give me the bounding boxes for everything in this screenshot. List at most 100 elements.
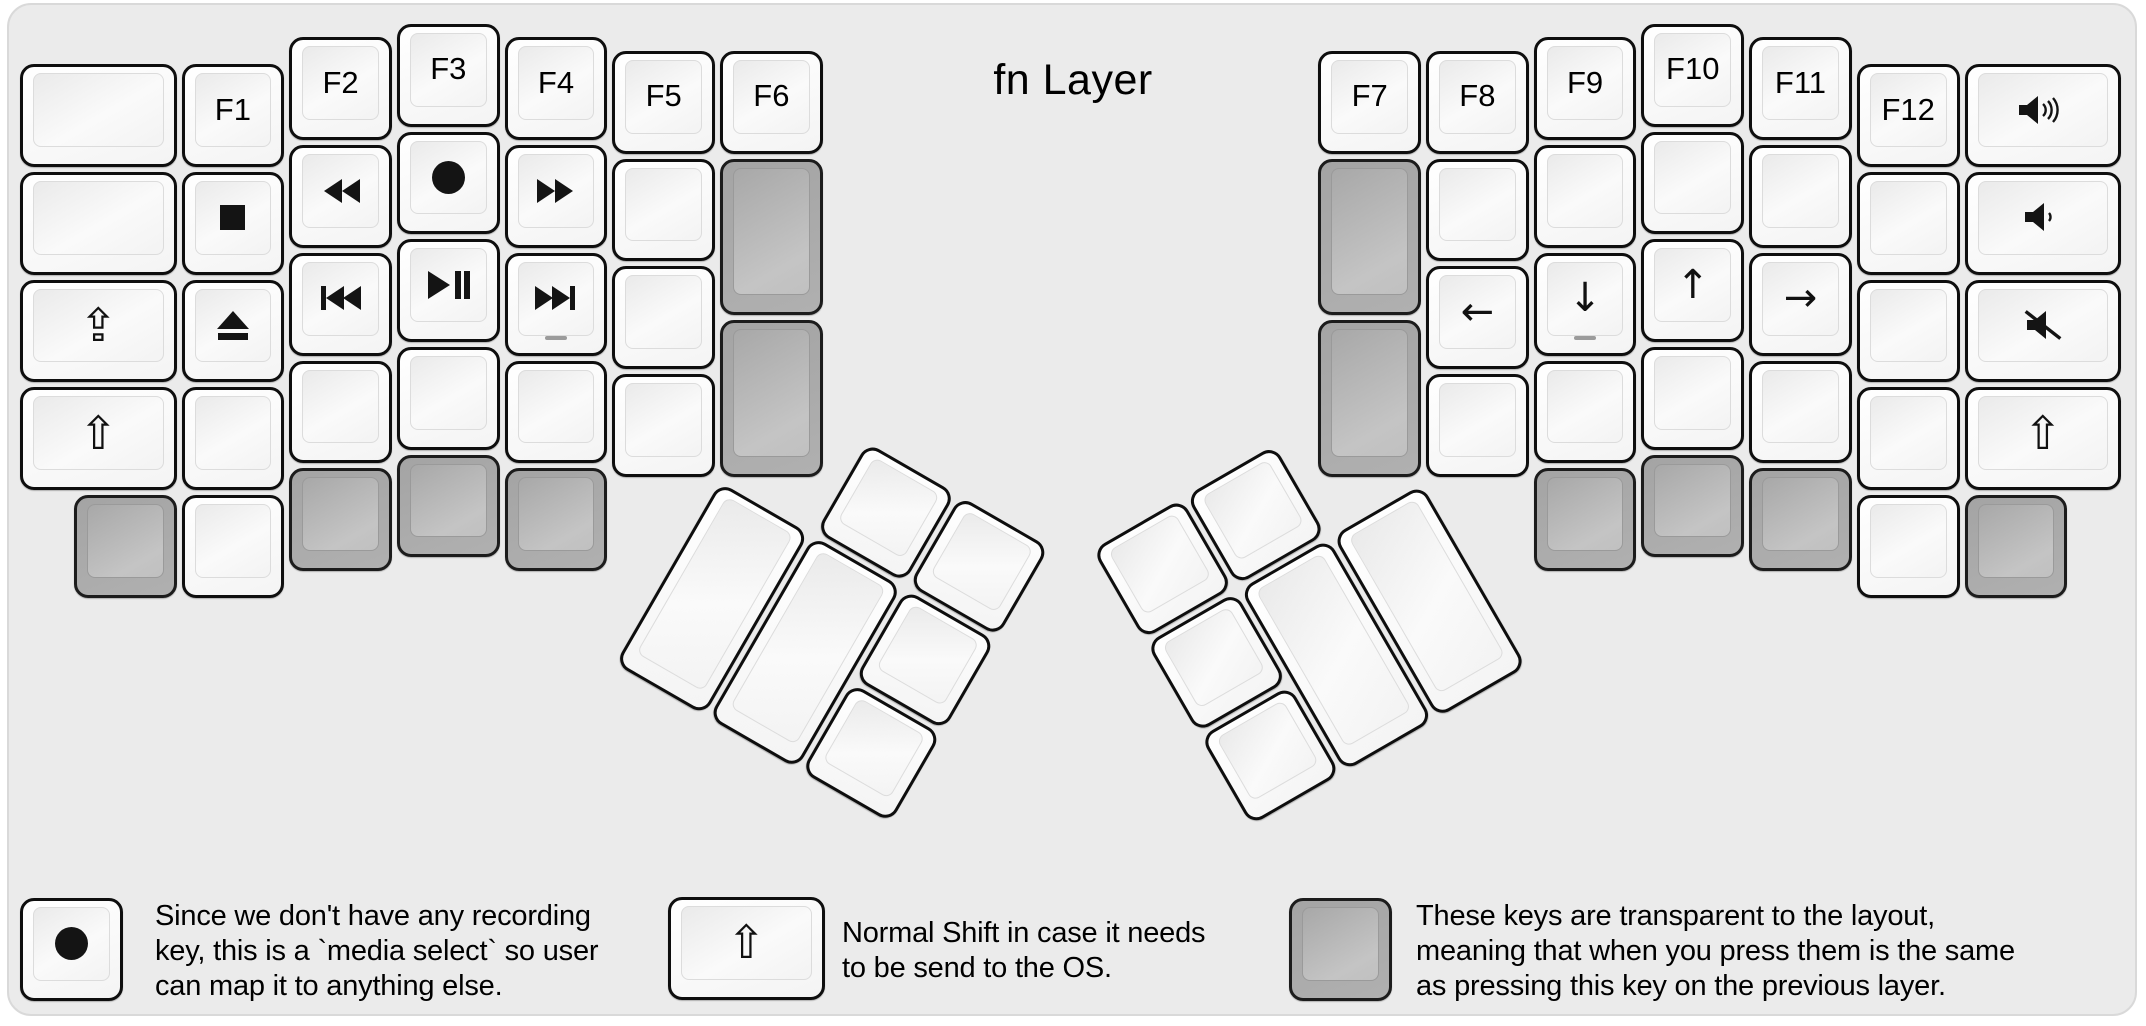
key-f10[interactable]: F10 <box>1641 24 1745 127</box>
keycap-face <box>1762 369 1839 444</box>
keycap-face <box>1869 288 1947 363</box>
keycap-legend <box>23 67 174 152</box>
keycap-legend <box>185 175 282 260</box>
key-blank-f11-row4[interactable] <box>1749 360 1852 464</box>
keycap-legend <box>185 390 282 475</box>
keycap-legend <box>1644 350 1741 435</box>
legend-line: Normal Shift in case it needs <box>842 917 1206 949</box>
keycap-legend <box>292 364 389 449</box>
keycap-legend <box>77 498 174 583</box>
key-blank-f5-row3[interactable] <box>612 266 716 369</box>
key-transparent-bottom-right-1[interactable] <box>1533 468 1637 571</box>
homing-dash <box>544 336 567 340</box>
keycap-legend <box>292 471 389 556</box>
key-blank-f8-row4[interactable] <box>1426 374 1529 477</box>
legend-line: These keys are transparent to the layout… <box>1416 900 1935 932</box>
key-blank-top-outer-left[interactable] <box>20 64 177 168</box>
key-blank-f5-row2[interactable] <box>612 158 716 262</box>
key-blank-f9-row2[interactable] <box>1533 145 1637 248</box>
key-shift-right[interactable]: ⇧ <box>1964 387 2122 491</box>
key-mute[interactable] <box>1964 279 2122 383</box>
key-blank-f11-row2[interactable] <box>1749 145 1852 248</box>
key-blank-f12-row3[interactable] <box>1856 279 1960 383</box>
key-fast-forward[interactable] <box>504 145 608 248</box>
key-transparent-left-2[interactable] <box>720 320 823 477</box>
key-blank-row2-outer-left[interactable] <box>20 172 177 275</box>
key-stop[interactable] <box>181 172 285 275</box>
key-f7[interactable]: F7 <box>1318 50 1421 154</box>
key-transparent-right-2[interactable] <box>1318 320 1421 477</box>
key-label: F7 <box>1351 78 1388 114</box>
key-blank-f5-row4[interactable] <box>612 374 716 477</box>
key-label: F10 <box>1666 51 1720 87</box>
keycap-legend: F4 <box>508 40 605 125</box>
key-f2[interactable]: F2 <box>289 37 392 141</box>
key-blank-f3-row4[interactable] <box>396 347 500 450</box>
key-f9[interactable]: F9 <box>1533 37 1637 141</box>
key-f12[interactable]: F12 <box>1856 64 1960 168</box>
key-blank-f12-row4[interactable] <box>1856 387 1960 491</box>
key-caps-lock[interactable]: ⇪ <box>20 279 177 383</box>
key-transparent-bottom-left-2[interactable] <box>289 468 392 571</box>
key-transparent-bottom-right-2[interactable] <box>1641 454 1745 558</box>
key-transparent-right-1[interactable] <box>1318 158 1421 316</box>
keycap-legend <box>1429 377 1526 462</box>
key-record[interactable] <box>396 131 500 235</box>
key-blank-f2-row4[interactable] <box>289 360 392 464</box>
key-transparent-bottom-right-4[interactable] <box>1964 495 2068 598</box>
keycap-face <box>33 288 164 363</box>
key-prev-track[interactable] <box>289 252 392 356</box>
keycap-legend <box>400 458 497 543</box>
keycap-legend <box>1752 471 1849 556</box>
key-transparent-bottom-left-3[interactable] <box>396 454 500 558</box>
key-f4[interactable]: F4 <box>504 37 608 141</box>
key-legend-shift-key: ⇧ <box>668 897 825 1000</box>
key-shift-left[interactable]: ⇧ <box>20 387 177 491</box>
key-transparent-bottom-left-4[interactable] <box>504 468 608 571</box>
key-arrow-left[interactable]: ← <box>1426 266 1529 369</box>
key-blank-f4-row4[interactable] <box>504 360 608 464</box>
key-label: F6 <box>753 78 790 114</box>
key-arrow-up[interactable]: ↑ <box>1641 239 1745 343</box>
key-blank-f9-row4[interactable] <box>1533 360 1637 464</box>
key-transparent-bottom-left-1[interactable] <box>73 495 177 598</box>
key-blank-bottom-left[interactable] <box>181 495 285 598</box>
keycap-legend <box>508 471 605 556</box>
key-blank-f10-row2[interactable] <box>1641 131 1745 235</box>
keycap-face <box>1869 396 1947 471</box>
keycap-legend <box>615 162 712 247</box>
key-play-pause[interactable] <box>396 239 500 343</box>
keycap-face <box>1439 275 1516 349</box>
key-f8[interactable]: F8 <box>1426 50 1529 154</box>
key-blank-f1-row4[interactable] <box>181 387 285 491</box>
key-rewind[interactable] <box>289 145 392 248</box>
key-arrow-down[interactable]: ↓ <box>1533 252 1637 356</box>
key-eject[interactable] <box>181 279 285 383</box>
key-transparent-bottom-right-3[interactable] <box>1749 468 1852 571</box>
keycap-legend: F8 <box>1429 54 1526 139</box>
keycap-legend <box>400 242 497 327</box>
key-f1[interactable]: F1 <box>181 64 285 168</box>
key-f5[interactable]: F5 <box>612 50 716 154</box>
key-next-track[interactable] <box>504 252 608 356</box>
keycap-legend <box>1968 283 2119 368</box>
key-blank-f10-row4[interactable] <box>1641 347 1745 450</box>
stop-icon <box>220 204 246 230</box>
keycap-face <box>1546 46 1624 121</box>
key-blank-f12-row2[interactable] <box>1856 172 1960 275</box>
key-volume-up[interactable] <box>1964 64 2122 168</box>
keycap-face <box>1439 167 1516 242</box>
keycap-face <box>1654 356 1732 430</box>
key-blank-f8-row2[interactable] <box>1426 158 1529 262</box>
key-glyph: ⇧ <box>2023 405 2063 460</box>
key-volume-down[interactable] <box>1964 172 2122 275</box>
key-f11[interactable]: F11 <box>1749 37 1852 141</box>
key-label: F5 <box>645 78 682 114</box>
key-blank-bottom-right[interactable] <box>1856 495 1960 598</box>
key-arrow-right[interactable]: → <box>1749 252 1852 356</box>
key-f6[interactable]: F6 <box>720 50 823 154</box>
key-transparent-left-1[interactable] <box>720 158 823 316</box>
key-label: F9 <box>1566 64 1604 100</box>
key-f3[interactable]: F3 <box>396 24 500 127</box>
key-label: F3 <box>430 51 467 87</box>
